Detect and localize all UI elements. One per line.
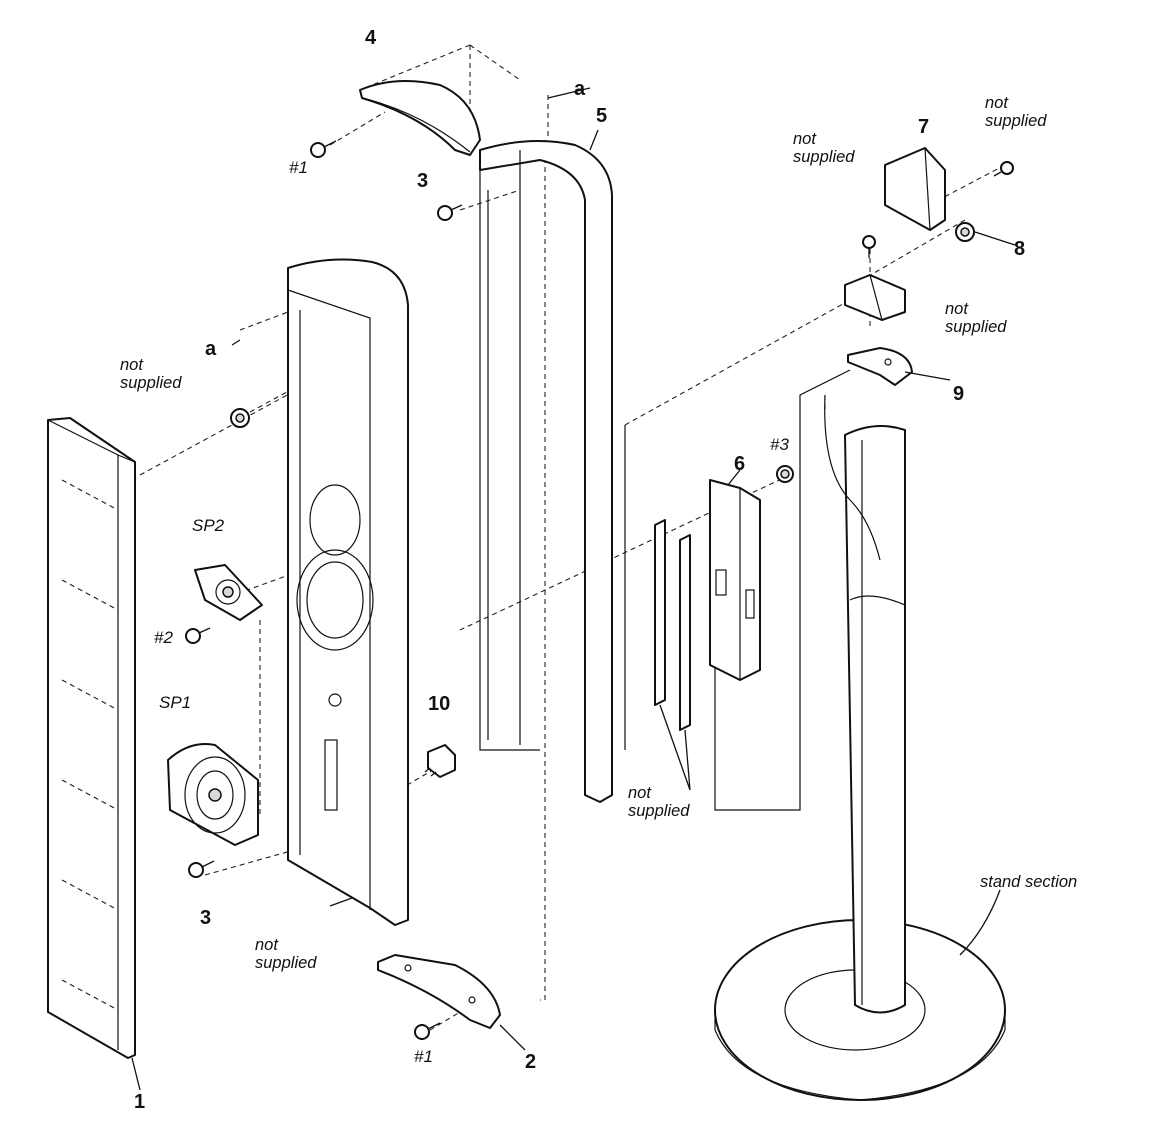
label-part-7: 7 [918, 116, 929, 138]
note-supplied-word: supplied [120, 374, 182, 392]
note-not-supplied-bracket: not supplied [945, 300, 1007, 336]
note-supplied-word: supplied [945, 318, 1007, 336]
note-not-word: not [120, 356, 144, 374]
label-part-2: 2 [525, 1051, 536, 1073]
label-sp1: SP1 [159, 693, 191, 712]
stand-section [714, 394, 1006, 1101]
part-8-nut [955, 222, 975, 242]
sp1-woofer [167, 743, 259, 846]
not-supplied-notes: not supplied not supplied not supplied n… [120, 94, 1047, 972]
note-not-word: not [985, 94, 1009, 112]
note-supplied-word: supplied [793, 148, 855, 166]
label-a-left: a [205, 338, 217, 360]
label-part-1: 1 [134, 1091, 145, 1113]
screw-reference-labels: #1 #1 #2 #3 [154, 158, 789, 1066]
note-not-word: not [793, 130, 817, 148]
note-not-supplied-enclosure: not supplied [255, 936, 317, 972]
label-part-9: 9 [953, 383, 964, 405]
label-part-8: 8 [1014, 238, 1025, 260]
part-5-rear-shell [479, 140, 613, 803]
screw-1-bottom [414, 1022, 441, 1040]
part-1-front-grille [47, 417, 136, 1059]
part-10-connector [424, 744, 456, 778]
part-7-bracket [884, 147, 946, 231]
label-part-3-top: 3 [417, 170, 428, 192]
screw-not-supplied-top [993, 161, 1014, 177]
label-part-3-bottom: 3 [200, 907, 211, 929]
stand-section-label: stand section [980, 873, 1077, 891]
alignment-marks: a a [205, 78, 586, 360]
bracket-not-supplied [844, 274, 906, 321]
leader-lines [131, 87, 1016, 1091]
part-4-top-cap [359, 80, 481, 156]
screw-3-bottom [188, 860, 215, 878]
note-not-word: not [945, 300, 969, 318]
part-9-top-plate [847, 347, 913, 386]
label-screw-1-bottom: #1 [414, 1047, 433, 1066]
screw-3-top [437, 204, 463, 221]
label-screw-3: #3 [770, 435, 789, 454]
note-not-supplied-screw-vertical: not supplied [793, 130, 855, 166]
sp2-tweeter [194, 564, 263, 621]
note-not-supplied-foot: not supplied [120, 356, 182, 392]
label-screw-1-top: #1 [289, 158, 308, 177]
label-a-top: a [574, 78, 586, 100]
part-number-labels: 1 2 3 3 4 5 6 7 8 9 10 [134, 27, 1025, 1113]
label-part-4: 4 [365, 27, 377, 49]
part-2-bottom-cap [377, 954, 501, 1029]
screw-not-supplied-vertical [862, 235, 876, 258]
label-part-10: 10 [428, 693, 450, 715]
label-part-5: 5 [596, 105, 607, 127]
label-sp2: SP2 [192, 516, 225, 535]
note-supplied-word: supplied [255, 954, 317, 972]
label-screw-2: #2 [154, 628, 173, 647]
speaker-enclosure [287, 258, 409, 926]
note-not-supplied-screw-top: not supplied [985, 94, 1047, 130]
screw-3-hash [776, 465, 794, 483]
label-part-6: 6 [734, 453, 745, 475]
screw-2 [185, 627, 211, 644]
note-not-word: not [255, 936, 279, 954]
assembly-guide-lines [139, 44, 1006, 1031]
part-6-terminal-panel [709, 479, 761, 681]
foot-not-supplied [230, 408, 250, 428]
note-not-supplied-strips: not supplied [628, 784, 690, 820]
speaker-labels: SP2 SP1 [159, 516, 225, 712]
note-not-word: not [628, 784, 652, 802]
note-supplied-word: supplied [985, 112, 1047, 130]
strips-not-supplied [654, 519, 691, 731]
screws [185, 140, 1014, 1040]
note-supplied-word: supplied [628, 802, 690, 820]
screw-1-top [310, 140, 337, 158]
